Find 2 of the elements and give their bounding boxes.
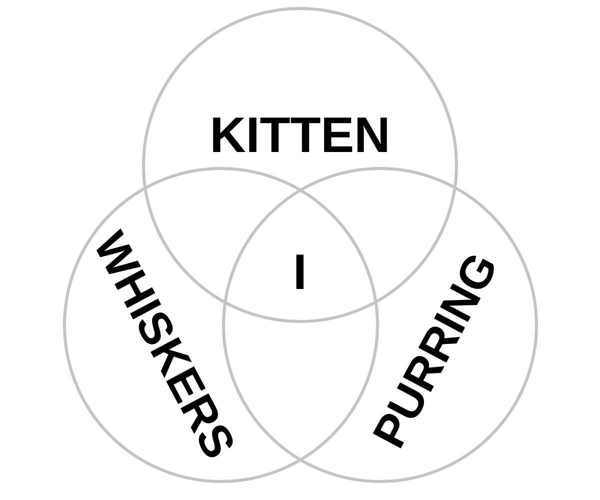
intersection-label: I [293,247,307,297]
set-label: KITTEN [210,110,390,160]
